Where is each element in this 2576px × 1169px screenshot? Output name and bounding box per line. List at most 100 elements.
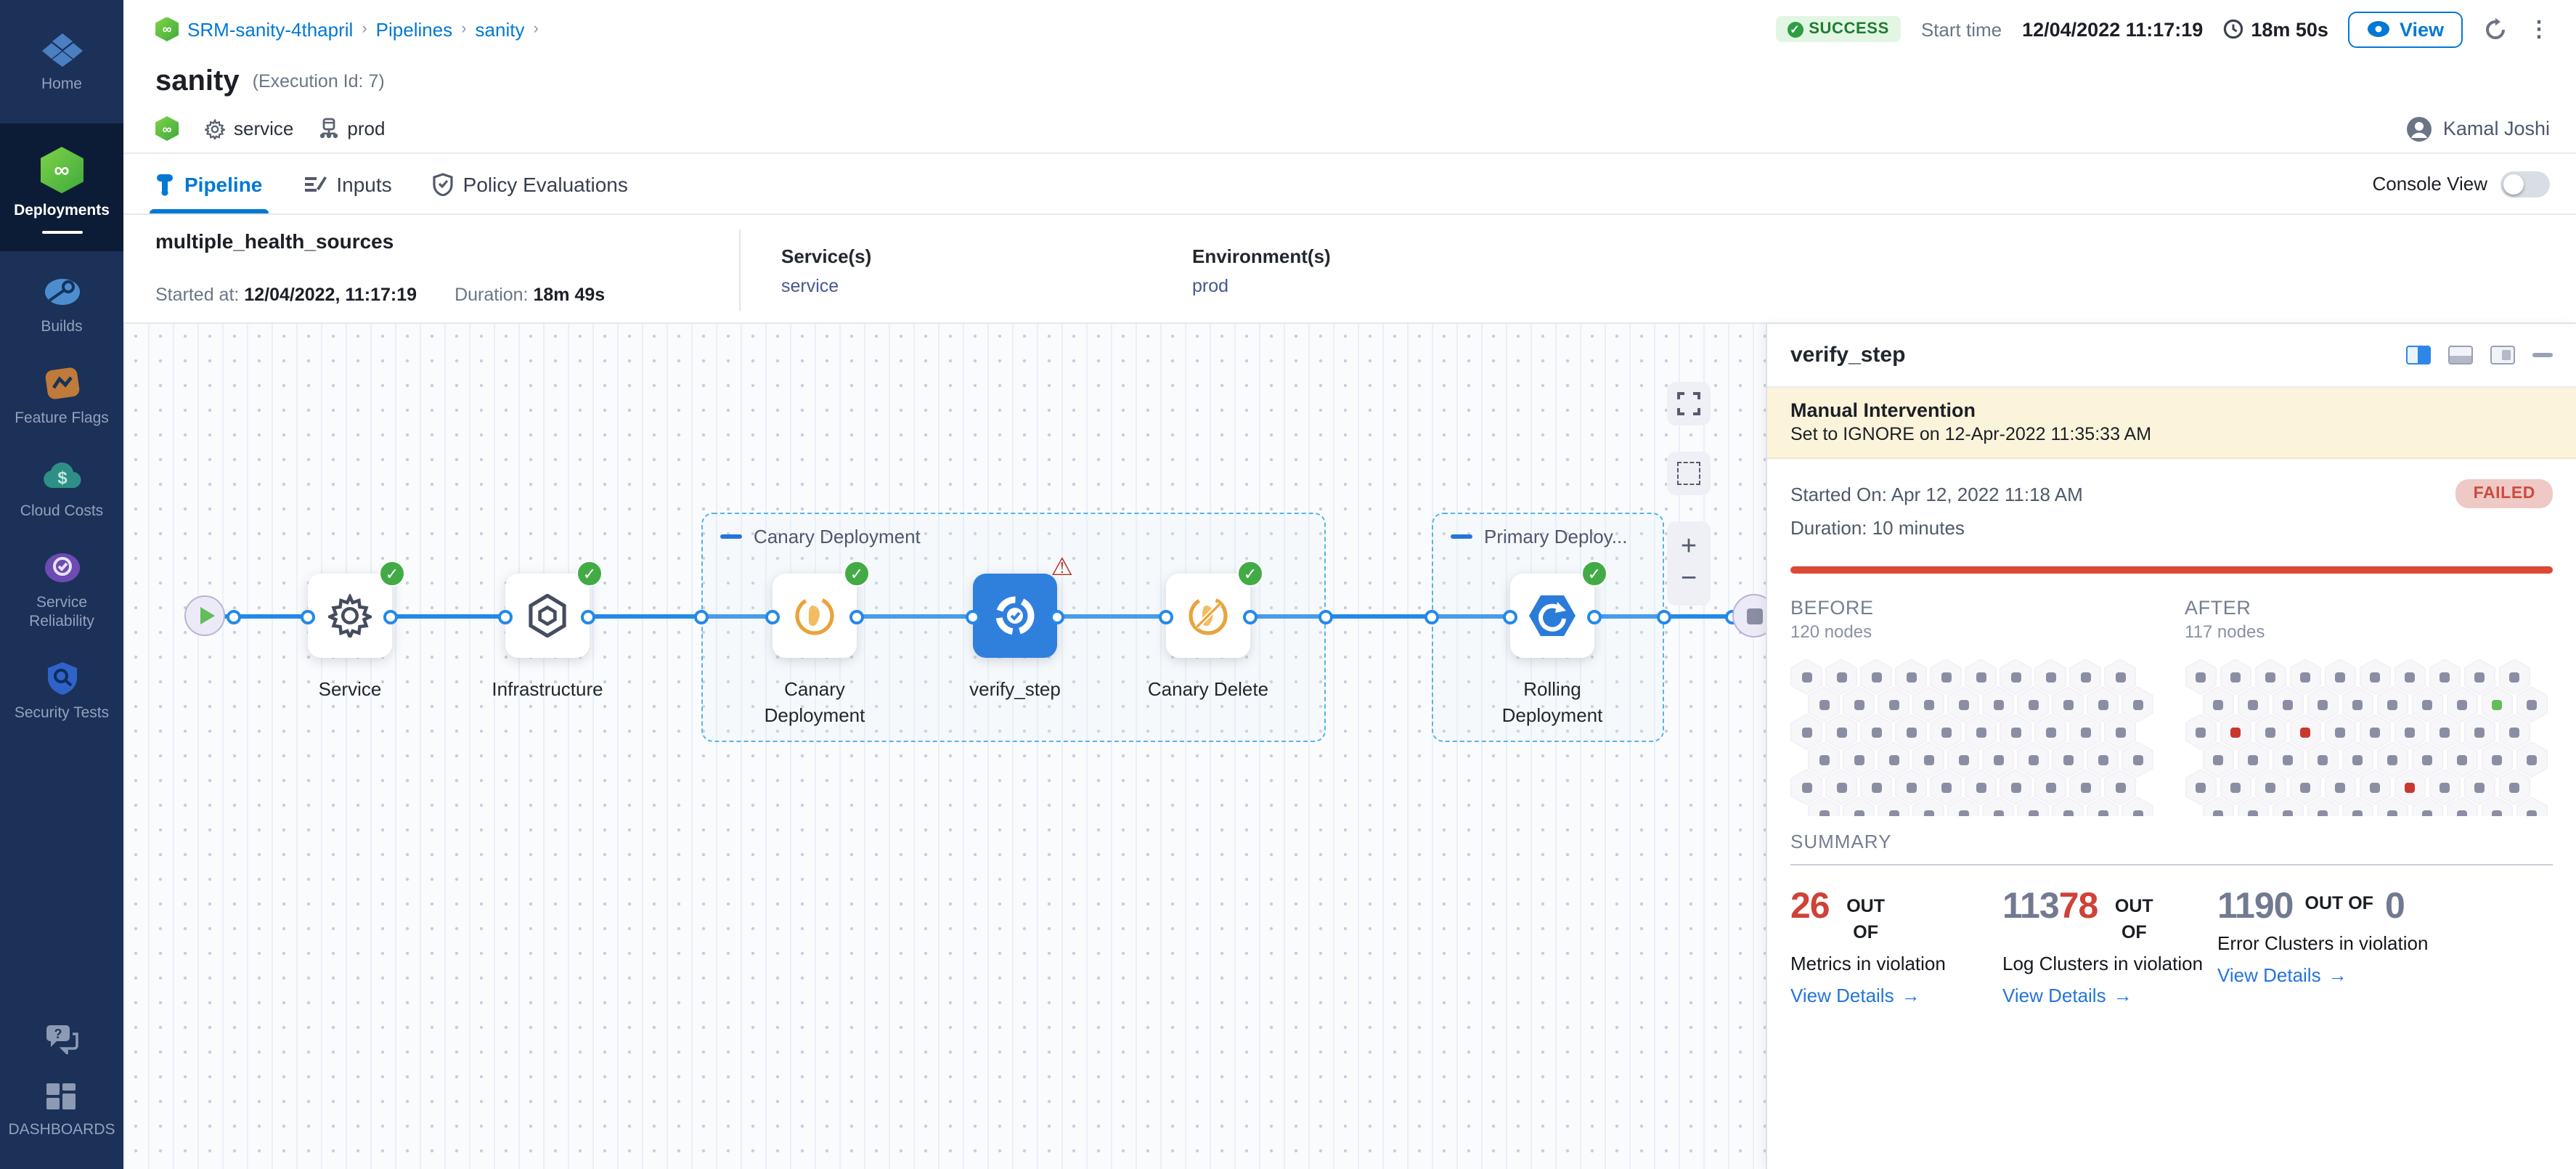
hex-node[interactable] — [2394, 659, 2426, 695]
hex-node[interactable] — [2104, 769, 2136, 805]
node-canary-deployment[interactable]: ✓ — [773, 561, 870, 658]
hex-node[interactable] — [1860, 714, 1892, 750]
hex-node[interactable] — [2481, 741, 2513, 778]
hex-node[interactable] — [1843, 686, 1875, 722]
hex-node[interactable] — [1808, 741, 1840, 778]
sidebar-item-deployments[interactable]: ∞ Deployments — [0, 123, 123, 252]
node-infrastructure[interactable]: ✓ — [505, 561, 603, 658]
hex-node[interactable] — [2272, 686, 2304, 722]
breadcrumb-project[interactable]: SRM-sanity-4thapril — [187, 18, 354, 40]
hex-node[interactable] — [1895, 714, 1927, 750]
service-link[interactable]: service — [781, 275, 839, 296]
zoom-out-button[interactable]: − — [1680, 563, 1697, 594]
sidebar-item-feature-flags[interactable]: Feature Flags — [0, 352, 123, 444]
breadcrumb-pipelines[interactable]: Pipelines — [375, 18, 453, 40]
hex-node[interactable] — [2498, 714, 2530, 750]
env-tag[interactable]: prod — [319, 118, 385, 139]
sidebar-item-builds[interactable]: Builds — [0, 261, 123, 352]
hex-node[interactable] — [2516, 686, 2548, 722]
hex-node[interactable] — [2463, 714, 2495, 750]
hex-node[interactable] — [2017, 686, 2049, 722]
hex-node[interactable] — [1895, 659, 1927, 695]
node-verify-step[interactable]: ⚠ — [973, 555, 1073, 658]
minimize-panel-icon[interactable] — [2532, 353, 2553, 357]
marquee-select-button[interactable] — [1667, 452, 1711, 495]
hex-node[interactable] — [2052, 741, 2084, 778]
hex-node[interactable] — [2359, 714, 2391, 750]
hex-node[interactable] — [2254, 659, 2286, 695]
view-button[interactable]: View — [2348, 11, 2463, 47]
hex-node[interactable] — [1965, 714, 1997, 750]
hex-node[interactable] — [1965, 659, 1997, 695]
sidebar-item-security-tests[interactable]: Security Tests — [0, 646, 123, 738]
hex-node[interactable] — [2104, 714, 2136, 750]
after-hex-grid[interactable] — [2185, 659, 2553, 815]
hex-node[interactable] — [2000, 659, 2031, 695]
hex-node[interactable] — [1947, 686, 1979, 722]
hex-node[interactable] — [2429, 714, 2461, 750]
hex-node[interactable] — [2237, 686, 2269, 722]
tab-pipeline[interactable]: Pipeline — [150, 154, 268, 213]
pipeline-end-node[interactable] — [1732, 594, 1766, 638]
hex-node[interactable] — [1808, 686, 1840, 722]
node-canary-delete[interactable]: ✓ — [1166, 561, 1263, 658]
hex-node[interactable] — [1912, 741, 1944, 778]
hex-node[interactable] — [2000, 714, 2031, 750]
pipeline-start-node[interactable] — [184, 595, 225, 636]
hex-node[interactable] — [2307, 686, 2339, 722]
hex-node[interactable] — [2394, 714, 2426, 750]
user-chip[interactable]: Kamal Joshi — [2407, 115, 2550, 142]
hex-node[interactable] — [2052, 686, 2084, 722]
hex-node[interactable] — [2087, 741, 2119, 778]
node-service[interactable]: ✓ — [308, 561, 405, 658]
hex-node[interactable] — [2289, 769, 2321, 805]
hex-node[interactable] — [1860, 659, 1892, 695]
hex-node[interactable] — [2000, 769, 2031, 805]
service-tag[interactable]: service — [205, 118, 293, 139]
hex-node[interactable] — [2069, 659, 2101, 695]
hex-node[interactable] — [2341, 686, 2373, 722]
hex-node[interactable] — [2185, 714, 2217, 750]
hex-node[interactable] — [1947, 741, 1979, 778]
hex-node[interactable] — [2446, 686, 2478, 722]
zoom-in-button[interactable]: + — [1680, 531, 1697, 562]
hex-node[interactable] — [2429, 769, 2461, 805]
hex-node[interactable] — [2034, 659, 2066, 695]
hex-node[interactable] — [1790, 769, 1822, 805]
log-clusters-view-details-link[interactable]: View Details → — [2002, 985, 2132, 1007]
hex-node[interactable] — [1912, 686, 1944, 722]
hex-node[interactable] — [2185, 769, 2217, 805]
sidebar-item-cloud-costs[interactable]: $ Cloud Costs — [0, 444, 123, 535]
hex-node[interactable] — [1930, 659, 1962, 695]
hex-node[interactable] — [2254, 769, 2286, 805]
hex-node[interactable] — [1982, 741, 2014, 778]
breadcrumb-pipeline[interactable]: sanity — [475, 18, 525, 40]
hex-node[interactable] — [2220, 659, 2251, 695]
hex-node[interactable] — [2289, 659, 2321, 695]
sidebar-item-home[interactable]: Home — [0, 17, 123, 109]
hex-node[interactable] — [2185, 659, 2217, 695]
hex-node[interactable] — [1825, 769, 1857, 805]
fit-to-screen-button[interactable] — [1667, 382, 1711, 425]
hex-node[interactable] — [2069, 714, 2101, 750]
hex-node[interactable] — [1790, 659, 1822, 695]
node-rolling-deployment[interactable]: ✓ — [1510, 561, 1607, 658]
tab-policy-evaluations[interactable]: Policy Evaluations — [433, 154, 628, 213]
layout-bottom-icon[interactable] — [2448, 346, 2473, 364]
hex-node[interactable] — [2289, 714, 2321, 750]
hex-node[interactable] — [1843, 741, 1875, 778]
sidebar-item-help-chat[interactable]: ? — [0, 1008, 123, 1069]
more-menu-icon[interactable]: ⋮ — [2528, 17, 2550, 42]
hex-node[interactable] — [1930, 769, 1962, 805]
hex-node[interactable] — [2324, 659, 2356, 695]
hex-node[interactable] — [2121, 741, 2153, 778]
hex-node[interactable] — [1878, 686, 1909, 722]
hex-node[interactable] — [1860, 769, 1892, 805]
hex-node[interactable] — [1895, 769, 1927, 805]
hex-node[interactable] — [2220, 714, 2251, 750]
hex-node[interactable] — [1930, 714, 1962, 750]
error-clusters-view-details-link[interactable]: View Details → — [2217, 964, 2347, 987]
hex-node[interactable] — [2069, 769, 2101, 805]
metrics-view-details-link[interactable]: View Details → — [1790, 985, 1920, 1007]
hex-node[interactable] — [1982, 686, 2014, 722]
